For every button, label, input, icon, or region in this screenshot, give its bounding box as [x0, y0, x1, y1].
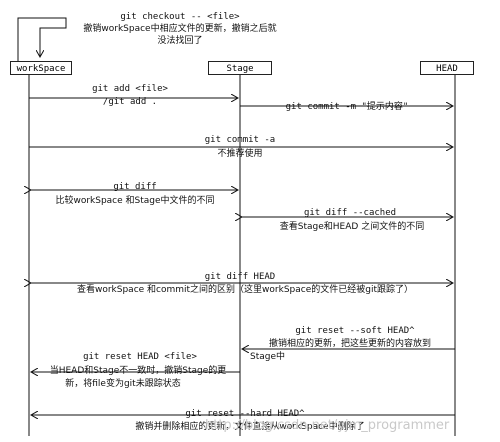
- label-checkout-cmd: git checkout -- <file>: [120, 12, 240, 22]
- label-reset-soft-desc-2: Stage中: [250, 352, 286, 362]
- label-commit-a-cmd: git commit -a: [204, 135, 276, 145]
- node-workspace: workSpace: [10, 61, 72, 75]
- node-head: HEAD: [420, 61, 474, 75]
- label-diff-cmd: git diff: [113, 182, 157, 192]
- node-stage: Stage: [208, 61, 272, 75]
- label-diff-cached-cmd: git diff --cached: [303, 208, 397, 218]
- label-diff-head-desc: 查看workSpace 和commit之间的区别（这里workSpace的文件已…: [76, 285, 414, 295]
- label-checkout-desc-2: 没法找回了: [157, 36, 203, 46]
- label-commit-cmd: git commit -m "提示内容": [285, 102, 409, 112]
- label-reset-hard-desc: 撤销并删除相应的更新，文件直接从workSpace中删除了: [135, 422, 365, 432]
- label-reset-head-desc-2: 新，将file变为git未跟踪状态: [65, 379, 181, 389]
- label-diff-desc: 比较workSpace 和Stage中文件的不同: [55, 196, 215, 206]
- label-reset-head-cmd: git reset HEAD <file>: [83, 352, 197, 362]
- label-commit-a-desc: 不推荐使用: [217, 149, 263, 159]
- arrow-checkout: [17, 17, 67, 61]
- watermark: http://blog.csdn.net/yjm_programmer: [205, 418, 450, 433]
- label-checkout-desc-1: 撤销workSpace中相应文件的更新，撤销之后就: [83, 24, 277, 34]
- label-diff-head-cmd: git diff HEAD: [204, 272, 276, 282]
- label-reset-soft-desc-1: 撤销相应的更新，把这些更新的内容放到: [268, 339, 431, 349]
- label-diff-cached-desc: 查看Stage和HEAD 之间文件的不同: [279, 222, 425, 232]
- label-add-cmd-2: /git add .: [102, 97, 158, 107]
- label-reset-soft-cmd: git reset --soft HEAD^: [295, 326, 415, 336]
- label-reset-head-desc-1: 当HEAD和Stage不一致时，撤销Stage的更: [49, 366, 227, 376]
- label-add-cmd-1: git add <file>: [92, 84, 168, 94]
- label-reset-hard-cmd: git reset --hard HEAD^: [185, 409, 305, 419]
